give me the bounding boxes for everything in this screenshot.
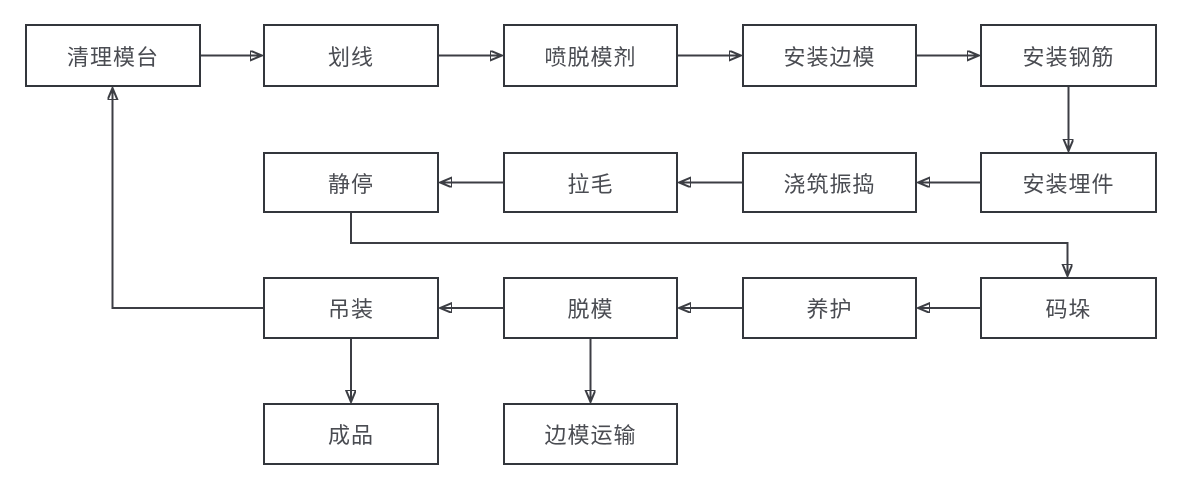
node-qingli-motai[interactable]: 清理模台 — [25, 24, 201, 87]
node-bianmo-yunshu[interactable]: 边模运输 — [503, 403, 678, 465]
node-yanghu[interactable]: 养护 — [742, 277, 917, 339]
edge-diaozhuang-to-qingli-motai — [113, 89, 263, 309]
edge-jingting-to-maduo — [350, 213, 1068, 275]
node-jiaozhu-zhendao[interactable]: 浇筑振捣 — [742, 152, 917, 213]
node-huaxian[interactable]: 划线 — [263, 24, 439, 87]
node-tuomo[interactable]: 脱模 — [503, 277, 678, 339]
node-chengpin[interactable]: 成品 — [263, 403, 439, 465]
node-diaozhuang[interactable]: 吊装 — [263, 277, 439, 339]
node-lamao[interactable]: 拉毛 — [503, 152, 678, 213]
node-maduo[interactable]: 码垛 — [980, 277, 1157, 339]
node-anzhuang-maijian[interactable]: 安装埋件 — [980, 152, 1157, 213]
node-jingting[interactable]: 静停 — [263, 152, 439, 213]
node-anzhuang-gangjin[interactable]: 安装钢筋 — [980, 24, 1157, 87]
node-pen-tuomoji[interactable]: 喷脱模剂 — [503, 24, 678, 87]
node-anzhuang-bianmo[interactable]: 安装边模 — [742, 24, 917, 87]
